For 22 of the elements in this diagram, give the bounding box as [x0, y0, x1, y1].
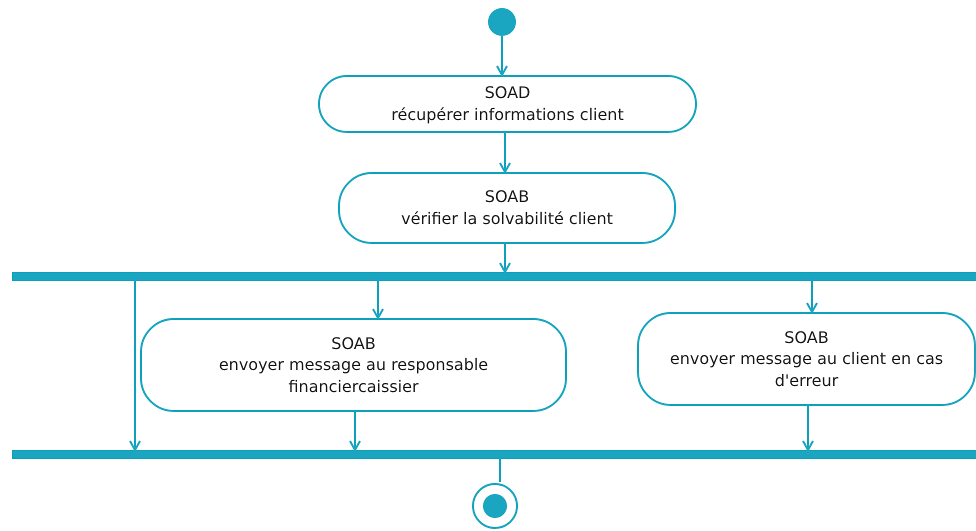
final-node — [471, 482, 519, 530]
arrow — [372, 281, 384, 319]
activity-box — [140, 318, 567, 412]
activity-box — [637, 312, 976, 406]
activity-text: SOAB — [784, 326, 829, 348]
activity-text: envoyer message au client en cas d'erreur — [668, 348, 944, 392]
arrow — [496, 36, 508, 76]
arrow — [499, 244, 511, 273]
sync-bar — [12, 450, 976, 459]
arrow — [129, 281, 141, 451]
activity-text: envoyer message au responsable financiercaissier — [218, 354, 490, 398]
activity-text: SOAB — [484, 186, 530, 208]
initial-node — [488, 8, 516, 36]
activity-text: récupérer informations client — [391, 104, 624, 126]
arrow — [806, 281, 818, 313]
arrow — [499, 133, 511, 173]
activity-text: SOAD — [484, 82, 530, 104]
arrow — [802, 406, 814, 451]
activity-text: SOAB — [331, 332, 376, 354]
arrow — [349, 412, 361, 451]
activity-text: vérifier la solvabilité client — [401, 208, 613, 230]
sync-bar — [12, 272, 976, 281]
